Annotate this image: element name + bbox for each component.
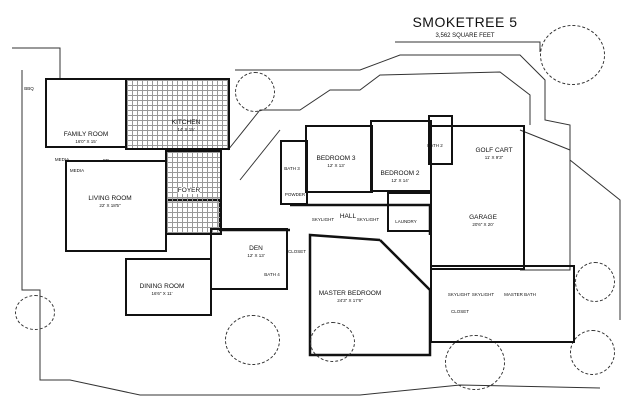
media-label: MEDIA bbox=[69, 168, 85, 173]
fireplace-label: FP bbox=[103, 158, 109, 163]
hall-label: HALL bbox=[339, 213, 357, 220]
room-den bbox=[210, 228, 288, 290]
tree-icon bbox=[540, 25, 605, 85]
skylight-label: SKYLIGHT bbox=[471, 292, 495, 297]
bath4-label: BATH 4 bbox=[264, 272, 280, 277]
master-bath-label: MASTER BATH bbox=[504, 292, 536, 297]
room-kitchen bbox=[125, 78, 230, 150]
room-master-bath bbox=[430, 265, 575, 343]
media-label: MEDIA bbox=[54, 157, 70, 162]
tree-icon bbox=[235, 72, 275, 112]
tree-icon bbox=[575, 262, 615, 302]
tree-icon bbox=[15, 295, 55, 330]
tree-icon bbox=[445, 335, 505, 390]
tree-icon bbox=[310, 322, 355, 362]
room-laundry bbox=[387, 192, 432, 232]
tree-icon bbox=[225, 315, 280, 365]
master-closet-label: CLOSET bbox=[450, 309, 470, 314]
room-garage bbox=[430, 125, 525, 270]
room-bedroom3 bbox=[305, 125, 373, 193]
bath2-label: BATH 2 bbox=[427, 143, 443, 148]
den-closet-label: CLOSET bbox=[287, 249, 307, 254]
bath3-label: BATH 3 bbox=[284, 166, 300, 171]
room-bath3 bbox=[280, 140, 308, 205]
skylight-label: SKYLIGHT bbox=[356, 217, 380, 222]
bbq-label: BBQ bbox=[24, 86, 34, 91]
tree-icon bbox=[570, 330, 615, 375]
laundry-label: LAUNDRY bbox=[395, 219, 417, 224]
powder-label: POWDER bbox=[284, 192, 306, 197]
skylight-label: SKYLIGHT bbox=[447, 292, 471, 297]
title-underline bbox=[395, 41, 541, 52]
foyer-label: FOYER bbox=[177, 187, 201, 194]
skylight-label: SKYLIGHT bbox=[311, 217, 335, 222]
plan-title: SMOKETREE 5 bbox=[412, 14, 518, 30]
plan-subtitle: 3,562 SQUARE FEET bbox=[435, 33, 495, 39]
room-bath2 bbox=[428, 115, 453, 165]
